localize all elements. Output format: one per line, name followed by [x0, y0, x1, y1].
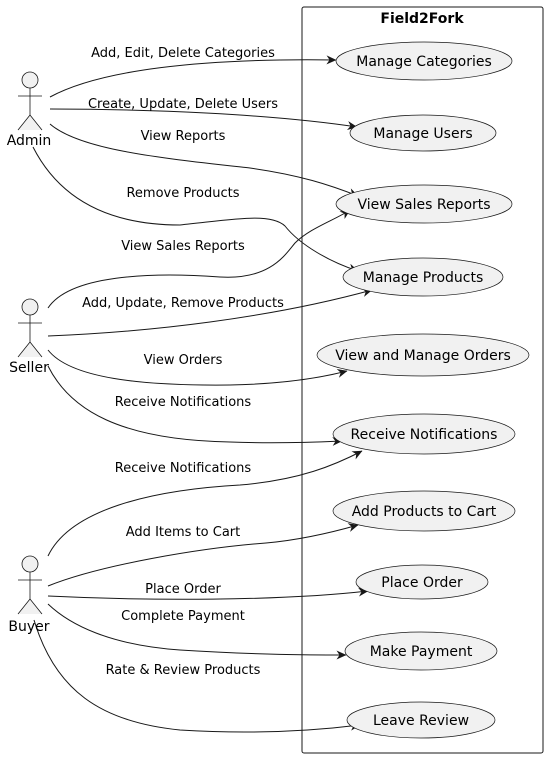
use-case-ellipse — [335, 184, 513, 224]
use-cases: Manage Categories Manage Users View Sale… — [316, 41, 530, 739]
edge-admin-manage-products: Remove Products — [32, 146, 359, 273]
actor-seller: Seller — [9, 298, 49, 376]
use-case-label: Make Payment — [370, 644, 473, 660]
edge-label: Remove Products — [126, 186, 239, 201]
use-case-ellipse — [335, 41, 513, 81]
edge-line — [47, 523, 359, 587]
use-case-ellipse — [316, 333, 530, 377]
edges: Add, Edit, Delete Categories Create, Upd… — [32, 46, 373, 733]
use-case-view-sales-reports: View Sales Reports — [335, 184, 513, 224]
edge-label: Add, Update, Remove Products — [82, 296, 284, 311]
edge-admin-manage-users: Create, Update, Delete Users — [49, 97, 358, 131]
edge-line — [47, 587, 369, 600]
edge-label: View Orders — [144, 353, 223, 368]
use-case-label: Add Products to Cart — [352, 504, 497, 520]
use-case-ellipse — [332, 413, 516, 455]
use-case-label: Receive Notifications — [351, 427, 498, 443]
use-case-label: Manage Users — [373, 126, 472, 142]
edge-buyer-place-order: Place Order — [47, 582, 369, 600]
use-case-label: Manage Categories — [356, 54, 492, 70]
actor-label: Admin — [7, 133, 52, 149]
stick-figure-icon — [17, 71, 43, 131]
edge-seller-view-manage-orders: View Orders — [47, 349, 348, 386]
edge-line — [47, 349, 348, 386]
edge-line — [47, 288, 373, 337]
edge-line — [47, 365, 343, 446]
use-case-ellipse — [344, 631, 498, 671]
edge-seller-receive-notifications: Receive Notifications — [47, 365, 343, 446]
edge-line — [49, 108, 358, 131]
use-case-manage-categories: Manage Categories — [335, 41, 513, 81]
use-case-ellipse — [342, 257, 504, 297]
use-case-label: View Sales Reports — [357, 197, 490, 213]
use-case-receive-notifications: Receive Notifications — [332, 413, 516, 455]
use-case-ellipse — [349, 114, 497, 152]
edge-label: Complete Payment — [121, 609, 245, 624]
edge-seller-manage-products: Add, Update, Remove Products — [47, 288, 373, 337]
use-case-label: Leave Review — [373, 713, 469, 729]
use-case-ellipse — [355, 564, 489, 600]
edge-label: Rate & Review Products — [106, 663, 261, 678]
edge-line — [49, 55, 337, 98]
stick-figure-icon — [17, 555, 43, 615]
use-case-add-products-to-cart: Add Products to Cart — [332, 490, 516, 532]
edge-label: Receive Notifications — [115, 461, 252, 476]
actor-label: Buyer — [8, 619, 49, 635]
use-case-ellipse — [332, 490, 516, 532]
edge-buyer-leave-review: Rate & Review Products — [33, 619, 361, 733]
edge-label: View Reports — [141, 129, 226, 144]
use-case-place-order: Place Order — [355, 564, 489, 600]
edge-admin-manage-categories: Add, Edit, Delete Categories — [49, 46, 337, 98]
edge-buyer-add-products-to-cart: Add Items to Cart — [47, 523, 359, 587]
edge-buyer-make-payment: Complete Payment — [47, 603, 347, 660]
use-case-manage-products: Manage Products — [342, 257, 504, 297]
edge-line — [47, 209, 351, 309]
edge-line — [47, 450, 363, 557]
use-case-ellipse — [346, 701, 496, 739]
edge-label: Place Order — [145, 582, 221, 597]
edge-line — [32, 146, 359, 273]
actor-admin: Admin — [7, 71, 52, 149]
use-case-label: Manage Products — [363, 270, 484, 286]
stick-figure-icon — [17, 298, 43, 358]
system-title: Field2Fork — [380, 11, 464, 27]
actor-buyer: Buyer — [8, 555, 50, 635]
edge-seller-view-sales-reports: View Sales Reports — [47, 209, 351, 309]
edge-line — [33, 619, 361, 733]
use-case-manage-users: Manage Users — [349, 114, 497, 152]
actors: Admin Seller Buyer — [7, 71, 52, 635]
edge-label: Add, Edit, Delete Categories — [91, 46, 275, 61]
edge-label: View Sales Reports — [121, 239, 245, 254]
edge-line — [47, 603, 347, 660]
edge-admin-view-sales-reports: View Reports — [49, 123, 359, 197]
edge-label: Receive Notifications — [115, 395, 252, 410]
edge-line — [49, 123, 359, 197]
use-case-leave-review: Leave Review — [346, 701, 496, 739]
use-case-label: View and Manage Orders — [335, 348, 511, 364]
edge-buyer-receive-notifications: Receive Notifications — [47, 450, 363, 557]
use-case-label: Place Order — [381, 575, 463, 591]
edge-label: Create, Update, Delete Users — [88, 97, 278, 112]
edge-label: Add Items to Cart — [126, 525, 240, 540]
use-case-make-payment: Make Payment — [344, 631, 498, 671]
use-case-view-and-manage-orders: View and Manage Orders — [316, 333, 530, 377]
actor-label: Seller — [9, 360, 49, 376]
